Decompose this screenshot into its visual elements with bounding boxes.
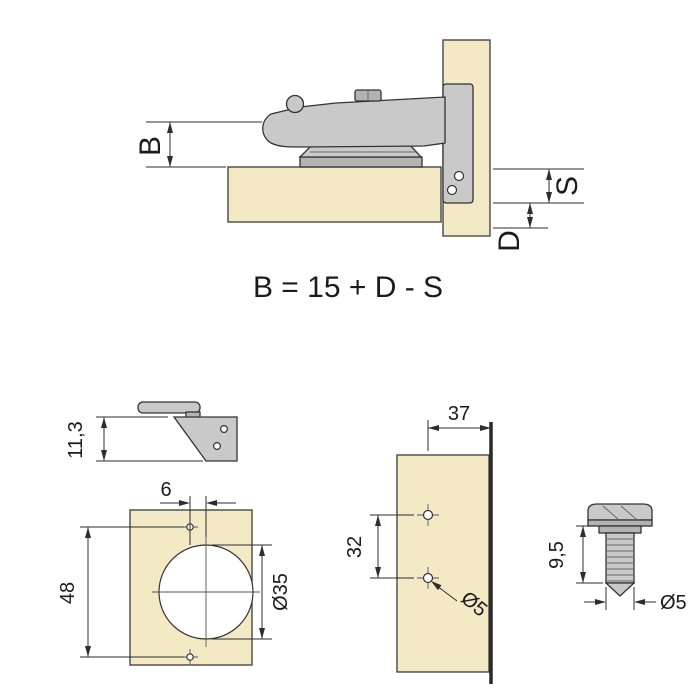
side-view-arm xyxy=(137,401,201,414)
dim-s-label: S xyxy=(551,176,584,196)
panel-hole-bottom xyxy=(422,572,434,584)
dim-11-3-label: 11,3 xyxy=(65,421,87,458)
dimension-5-screw: Ø5 xyxy=(584,587,687,614)
dimension-6-lines xyxy=(160,496,236,545)
dimension-s: S xyxy=(493,168,584,204)
dimension-b: B xyxy=(134,121,262,168)
dimension-s-arrows xyxy=(546,169,552,203)
dim-6-label: 6 xyxy=(160,479,171,501)
hinge-knuckle xyxy=(285,94,305,114)
dimension-9-5-lines xyxy=(576,525,603,584)
cabinet-panel xyxy=(227,166,442,223)
plate-screw-hole-bottom xyxy=(186,653,194,661)
dimension-b-arrows xyxy=(167,122,173,167)
dim-5-screw-label: Ø5 xyxy=(660,592,687,614)
side-view-hole-2 xyxy=(213,442,222,451)
panel-hole-top xyxy=(422,509,434,521)
dimension-6: 6 xyxy=(160,479,236,545)
screw-slot-lines xyxy=(602,505,637,520)
screw-head xyxy=(587,503,653,521)
dimension-11-3: 11,3 xyxy=(65,416,203,462)
side-view-hole-1 xyxy=(220,425,229,434)
screw-rib-lines xyxy=(606,538,634,582)
dimension-d-arrows xyxy=(527,203,533,228)
dimension-5-leader-arrow xyxy=(431,581,442,591)
dimension-5-screw-arrows xyxy=(595,599,645,605)
dimension-d-lines xyxy=(493,203,548,229)
dim-35-label: Ø35 xyxy=(270,573,292,611)
dimension-9-5: 9,5 xyxy=(546,525,603,584)
dim-d-label: D xyxy=(493,230,526,252)
dimension-48: 48 xyxy=(57,526,184,658)
dimension-d: D xyxy=(493,203,548,252)
door-bracket xyxy=(442,83,474,204)
dim-32-label: 32 xyxy=(344,536,366,558)
dim-9-5-label: 9,5 xyxy=(546,541,568,569)
panel-front-view xyxy=(396,422,493,684)
mounting-plate-base xyxy=(299,156,423,168)
side-view-plate xyxy=(172,416,238,462)
hinge-arm xyxy=(262,96,446,148)
dimension-35: Ø35 xyxy=(212,544,292,640)
dimension-5-screw-lines xyxy=(584,587,656,610)
dimension-48-lines xyxy=(80,526,184,658)
plate-front-view xyxy=(129,509,260,666)
dim-b-label: B xyxy=(134,136,167,156)
drill-panel xyxy=(396,454,490,673)
screw-collar xyxy=(598,525,642,534)
dim-48-label: 48 xyxy=(57,582,79,604)
dimension-32: 32 xyxy=(344,514,414,579)
hinge-plate-side-view xyxy=(137,401,238,462)
hinge-detail-lines xyxy=(310,91,415,153)
dimension-11-3-arrows xyxy=(101,417,107,461)
dimension-35-arrows xyxy=(259,545,265,639)
dimension-6-arrows xyxy=(179,500,217,506)
dim-37-label: 37 xyxy=(448,403,470,425)
dimension-37: 37 xyxy=(427,403,491,451)
euro-screw-view xyxy=(587,503,653,597)
hinge-cross-section-view xyxy=(227,39,491,237)
bracket-screw-hole-1 xyxy=(453,170,465,182)
screw-head-rim xyxy=(587,519,653,527)
formula-text: B = 15 + D - S xyxy=(253,271,443,304)
screw-tip xyxy=(604,582,636,597)
bracket-screw-hole-2 xyxy=(446,184,458,196)
